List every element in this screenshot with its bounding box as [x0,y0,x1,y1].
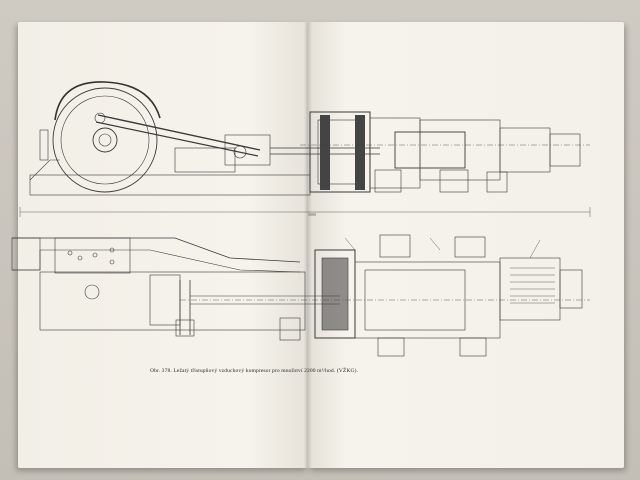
flywheel [52,87,158,193]
figure-caption: Obr. 378. Ležatý třístupňový vzduchový k… [150,368,359,374]
side-elevation-view [19,81,591,217]
left-page [18,22,308,468]
plan-view [11,234,590,357]
dimension-label: 5000 [308,212,316,217]
right-page [308,22,624,468]
book-gutter [304,22,312,468]
